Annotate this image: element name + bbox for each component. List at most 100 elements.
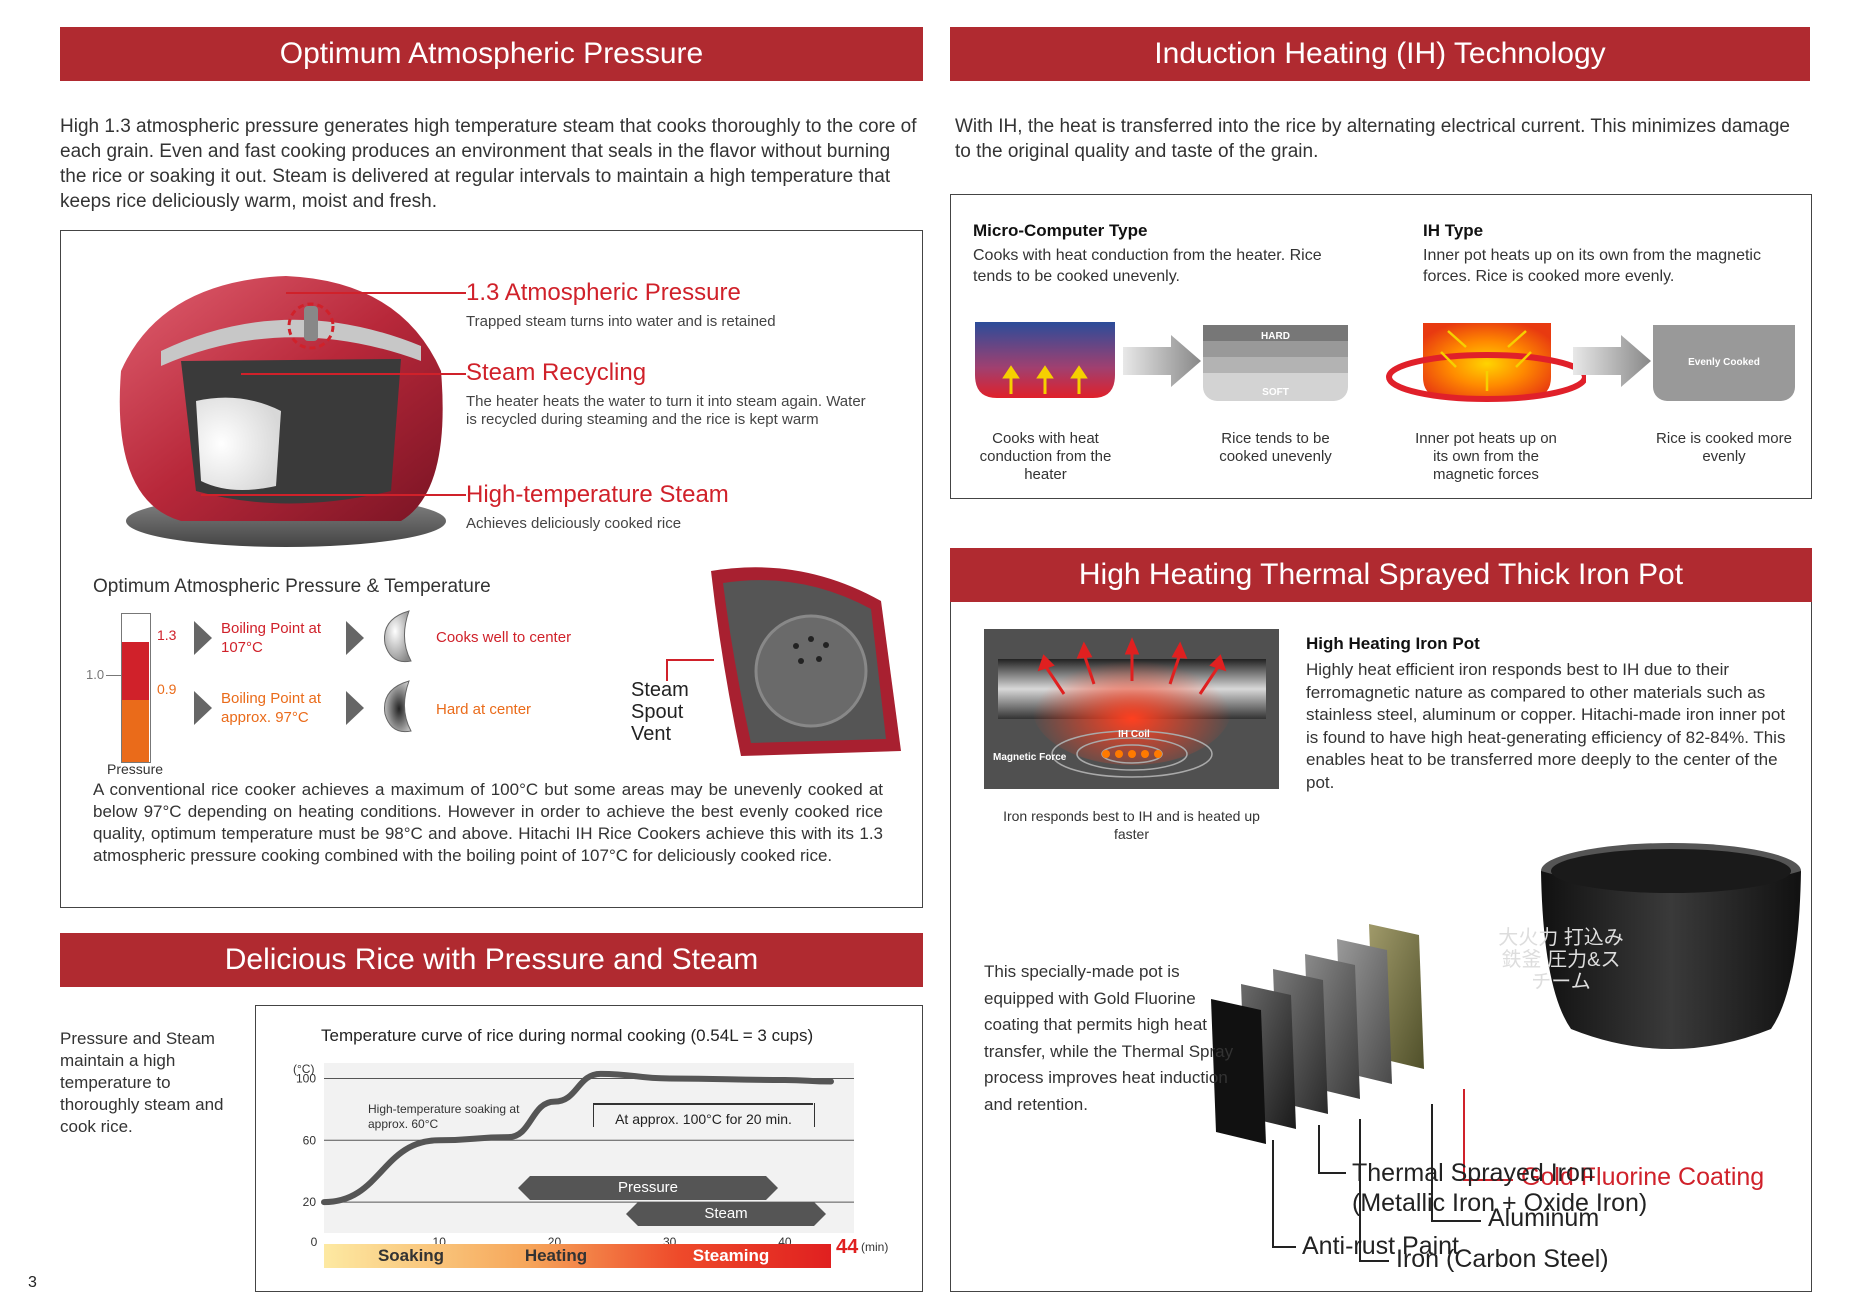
iron-pot-layers-illustration — [1211, 843, 1801, 1144]
uneven-rice-icon — [1203, 325, 1348, 401]
band-soft — [1203, 373, 1348, 401]
arrow-right-icon — [346, 621, 364, 655]
gauge-label: Pressure — [107, 761, 164, 777]
steam-phase-label: Steam — [704, 1205, 748, 1222]
iron-pot-desc: Highly heat efficient iron responds best… — [1306, 660, 1786, 792]
gauge-baseline-tick — [106, 675, 121, 676]
steam-spout-vent-label: Steam Spout Vent — [631, 679, 689, 745]
section-banner-ironpot: High Heating Thermal Sprayed Thick Iron … — [950, 548, 1812, 602]
x-end-label: 44 — [836, 1236, 859, 1258]
pressure-conclusion: A conventional rice cooker achieves a ma… — [93, 780, 883, 865]
leader-line — [1272, 1140, 1274, 1247]
delicious-side-text: Pressure and Steam maintain a high tempe… — [60, 1029, 224, 1136]
callout-high-temp-steam: High-temperature Steam Achieves deliciou… — [466, 481, 886, 533]
pressure-gauge — [121, 613, 151, 763]
special-pot-text: This specially-made pot is equipped with… — [984, 962, 1234, 1114]
leader-line — [1463, 1089, 1465, 1179]
ih-comparison-box: Micro-Computer Type Cooks with heat cond… — [950, 194, 1812, 499]
phase-heating: Heating — [524, 1246, 588, 1265]
gauge-level-low — [122, 700, 149, 762]
micro-caption-1: Cooks with heat conduction from the heat… — [979, 430, 1112, 483]
section-banner-pressure: Optimum Atmospheric Pressure — [60, 27, 923, 81]
evenly-cooked-icon — [1653, 325, 1795, 401]
phase-steaming: Steaming — [692, 1246, 770, 1265]
layer-aluminum: Aluminum — [1488, 1204, 1600, 1232]
leader-line — [1318, 1125, 1320, 1173]
pressure-phase-arrow — [518, 1176, 778, 1200]
leader-line — [1272, 1246, 1296, 1248]
phase-bar — [324, 1244, 831, 1268]
leader-line — [1318, 1172, 1346, 1174]
layer-iron: Iron (Carbon Steel) — [1396, 1245, 1609, 1273]
leader-line — [666, 659, 668, 681]
annotation-plateau: At approx. 100°C for 20 min. — [615, 1111, 792, 1127]
section-title: High Heating Thermal Sprayed Thick Iron … — [1078, 558, 1684, 591]
iron-pot-subtitle: High Heating Iron Pot — [1306, 634, 1480, 653]
layer-anti-rust: Anti-rust Paint — [1302, 1232, 1460, 1260]
plateau-bracket-line — [594, 1103, 813, 1105]
leader-line — [1463, 1179, 1513, 1181]
arrow-right-icon — [346, 691, 364, 725]
phase-soaking: Soaking — [377, 1246, 445, 1265]
callout-desc: Achieves deliciously cooked rice — [466, 515, 682, 532]
open-lid-illustration — [711, 567, 901, 756]
pot-logo-text: 大火力 打込み鉄釜 圧力&スチーム — [1498, 927, 1624, 993]
arrow-right-icon — [1123, 335, 1201, 387]
ih-pot-icon — [1386, 323, 1586, 402]
callout-title: High-temperature Steam — [466, 481, 729, 508]
band — [1203, 341, 1348, 357]
band-hard — [1203, 325, 1348, 341]
steam-phase-arrow — [626, 1202, 826, 1226]
pressure-diagram-box: 1.3 Atmospheric Pressure Trapped steam t… — [60, 230, 923, 908]
arrow-right-icon — [194, 691, 212, 725]
rice-grain-hard-icon — [384, 680, 412, 733]
page-number: 3 — [28, 1274, 37, 1291]
layer-thermal-sprayed-title: Thermal Sprayed Iron — [1352, 1159, 1594, 1187]
y-tick-label: 60 — [303, 1133, 317, 1147]
leader-line — [1431, 1220, 1481, 1222]
section-banner-ih: Induction Heating (IH) Technology — [950, 27, 1810, 81]
leader-line — [1359, 1260, 1389, 1262]
callout-title: Steam Recycling — [466, 359, 647, 386]
rice-grain-cooked-icon — [384, 610, 412, 663]
ih-coil-label: IH Coil — [1118, 729, 1150, 740]
ironpot-box: High Heating Thermal Sprayed Thick Iron … — [950, 548, 1812, 1292]
leader-line — [286, 292, 466, 294]
band — [1203, 357, 1348, 373]
ihtype-desc: Inner pot heats up on its own from the m… — [1423, 247, 1761, 285]
ihtype-caption-1: Inner pot heats up on its own from the m… — [1415, 430, 1557, 483]
pressure-phase-label: Pressure — [617, 1179, 679, 1196]
magnetic-force-label: Magnetic Force — [993, 752, 1067, 763]
ihtype-title: IH Type — [1423, 221, 1484, 240]
micro-desc: Cooks with heat conduction from the heat… — [973, 247, 1322, 285]
temperature-chart-box: Temperature curve of rice during normal … — [255, 1005, 923, 1292]
ih-coil-graphic — [998, 637, 1266, 778]
leader-line — [666, 659, 714, 661]
arrow-right-icon — [194, 621, 212, 655]
section-title: Induction Heating (IH) Technology — [1154, 37, 1606, 70]
gauge-level-high — [122, 642, 149, 700]
callout-pressure: 1.3 Atmospheric Pressure Trapped steam t… — [466, 279, 886, 331]
ih-intro: With IH, the heat is transferred into th… — [955, 116, 1790, 162]
callout-title: 1.3 Atmospheric Pressure — [466, 279, 741, 306]
section-banner-delicious: Delicious Rice with Pressure and Steam — [60, 933, 923, 987]
ihtype-caption-2: Rice is cooked more evenly — [1656, 430, 1792, 465]
y-tick-label: 100 — [296, 1071, 316, 1085]
x-tick-label: 0 — [311, 1235, 318, 1249]
section-title: Delicious Rice with Pressure and Steam — [224, 943, 759, 976]
micro-title: Micro-Computer Type — [973, 221, 1148, 240]
ih-coil-diagram: IH Coil Magnetic Force — [984, 629, 1279, 789]
micro-caption-2: Rice tends to be cooked unevenly — [1219, 430, 1332, 465]
micro-pot-icon — [975, 322, 1115, 398]
y-axis-label: (°C) — [293, 1062, 315, 1076]
layer-thermal-sprayed-detail: (Metallic Iron + Oxide Iron) — [1352, 1189, 1648, 1217]
layer-gold-fluorine: Gold Fluorine Coating — [1521, 1163, 1765, 1191]
pressure-intro: High 1.3 atmospheric pressure generates … — [60, 116, 917, 212]
callout-desc: Trapped steam turns into water and is re… — [466, 313, 776, 330]
ih-diagram-caption: Iron responds best to IH and is heated u… — [1003, 808, 1260, 842]
callout-steam-recycling: Steam Recycling The heater heats the wat… — [466, 359, 886, 429]
hard-label: HARD — [1261, 331, 1290, 342]
pressure-temp-subheading: Optimum Atmospheric Pressure & Temperatu… — [93, 576, 491, 597]
plateau-bracket: At approx. 100°C for 20 min. — [593, 1103, 815, 1127]
annotation-soak: High-temperature soaking at approx. 60°C — [368, 1102, 520, 1131]
